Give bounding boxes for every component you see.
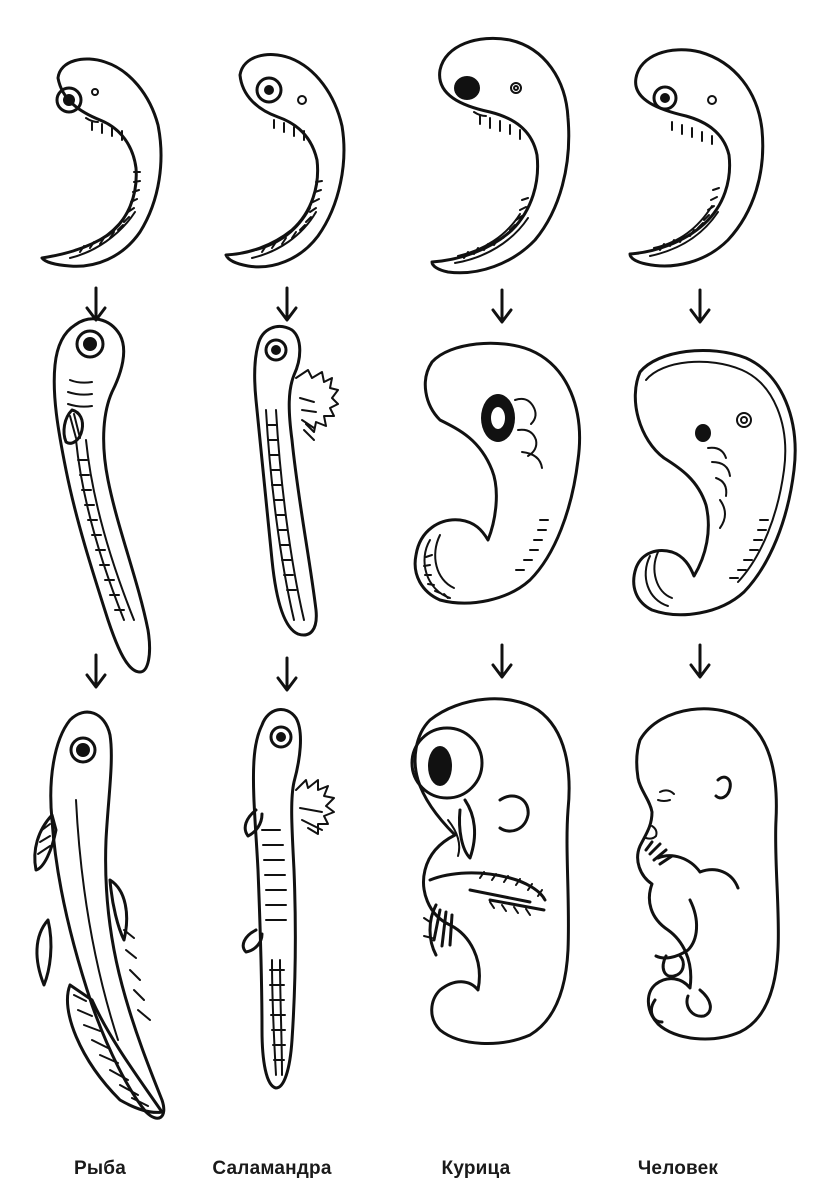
human-embryo-stage-1: [630, 50, 763, 266]
salamander-embryo-stage-2: [255, 326, 338, 635]
column-label-fish: Рыба: [10, 1158, 190, 1180]
human-embryo-stage-3: [637, 709, 779, 1039]
salamander-embryo-stage-1: [226, 55, 344, 267]
column-label-chicken: Курица: [386, 1158, 566, 1180]
salamander-embryo-stage-3: [243, 710, 334, 1088]
human-embryo-stage-2: [634, 350, 795, 614]
chicken-embryo-stage-1: [432, 38, 569, 272]
column-label-salamander: Саламандра: [182, 1158, 362, 1180]
embryo-drawings: [0, 0, 822, 1150]
chicken-embryo-stage-3: [412, 699, 569, 1044]
column-label-human: Человек: [588, 1158, 768, 1180]
fish-embryo-stage-3: [35, 712, 164, 1118]
fish-embryo-stage-1: [42, 59, 161, 266]
fish-embryo-stage-2: [54, 319, 149, 672]
chicken-embryo-stage-2: [415, 343, 579, 603]
